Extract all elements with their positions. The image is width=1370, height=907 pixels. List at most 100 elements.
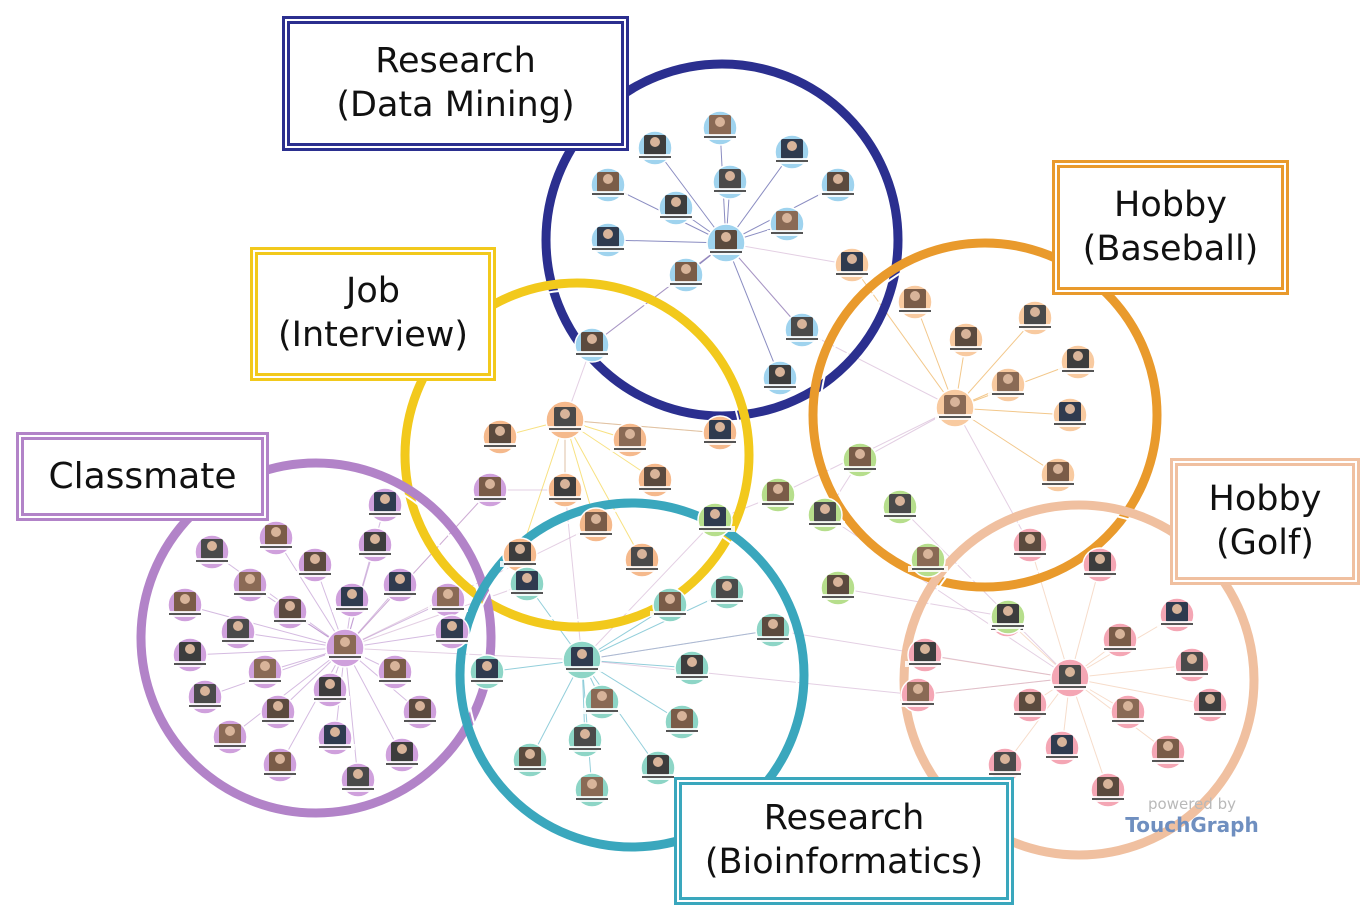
profile-node[interactable]: [666, 257, 706, 293]
profile-node[interactable]: [545, 472, 585, 508]
group-label-classmate: Classmate: [16, 432, 269, 521]
profile-node[interactable]: [700, 415, 740, 451]
profile-node[interactable]: [908, 542, 948, 578]
profile-node[interactable]: [772, 134, 812, 170]
profile-node[interactable]: [365, 487, 405, 523]
profile-node[interactable]: [507, 566, 547, 602]
profile-node[interactable]: [818, 167, 858, 203]
profile-node[interactable]: [832, 247, 872, 283]
profile-node[interactable]: [1050, 658, 1090, 698]
profile-node[interactable]: [895, 284, 935, 320]
profile-node[interactable]: [753, 612, 793, 648]
profile-node[interactable]: [500, 537, 540, 573]
profile-node[interactable]: [375, 654, 415, 690]
profile-node[interactable]: [310, 672, 350, 708]
group-label-line: (Interview): [277, 315, 469, 355]
profile-node[interactable]: [767, 206, 807, 242]
profile-node[interactable]: [338, 762, 378, 798]
profile-node[interactable]: [332, 582, 372, 618]
profile-node[interactable]: [1038, 457, 1078, 493]
profile-node[interactable]: [588, 167, 628, 203]
profile-node[interactable]: [880, 489, 920, 525]
profile-node[interactable]: [656, 190, 696, 226]
profile-node[interactable]: [1042, 730, 1082, 766]
profile-node[interactable]: [382, 737, 422, 773]
profile-node[interactable]: [218, 614, 258, 650]
profile-node[interactable]: [467, 654, 507, 690]
profile-node[interactable]: [635, 462, 675, 498]
profile-node[interactable]: [1088, 772, 1128, 808]
profile-node[interactable]: [510, 742, 550, 778]
profile-node[interactable]: [562, 640, 602, 680]
node-name-scribble: [642, 776, 674, 778]
profile-node[interactable]: [1157, 597, 1197, 633]
profile-node[interactable]: [635, 130, 675, 166]
profile-node[interactable]: [818, 570, 858, 606]
profile-node[interactable]: [545, 400, 585, 440]
profile-node[interactable]: [565, 722, 605, 758]
profile-node[interactable]: [707, 574, 747, 610]
profile-node[interactable]: [638, 750, 678, 786]
profile-node[interactable]: [1015, 300, 1055, 336]
profile-node[interactable]: [582, 684, 622, 720]
profile-node[interactable]: [805, 497, 845, 533]
profile-node[interactable]: [1190, 687, 1230, 723]
profile-node[interactable]: [988, 367, 1028, 403]
node-name-scribble: [169, 613, 201, 615]
profile-node[interactable]: [270, 594, 310, 630]
profile-node[interactable]: [470, 472, 510, 508]
profile-node[interactable]: [760, 360, 800, 396]
node-name-scribble: [1054, 423, 1086, 425]
profile-node[interactable]: [576, 507, 616, 543]
profile-node[interactable]: [432, 614, 472, 650]
profile-node[interactable]: [380, 567, 420, 603]
profile-node[interactable]: [1148, 734, 1188, 770]
profile-node[interactable]: [1100, 622, 1140, 658]
profile-node[interactable]: [400, 694, 440, 730]
profile-node[interactable]: [695, 502, 735, 538]
profile-node[interactable]: [898, 677, 938, 713]
profile-node[interactable]: [782, 312, 822, 348]
profile-node[interactable]: [230, 567, 270, 603]
profile-node[interactable]: [905, 637, 945, 673]
profile-node[interactable]: [985, 747, 1025, 783]
profile-node[interactable]: [710, 164, 750, 200]
profile-node[interactable]: [258, 694, 298, 730]
profile-node[interactable]: [662, 704, 702, 740]
profile-node[interactable]: [245, 654, 285, 690]
profile-node[interactable]: [706, 223, 746, 263]
profile-node[interactable]: [355, 527, 395, 563]
profile-node[interactable]: [672, 650, 712, 686]
profile-node[interactable]: [1050, 397, 1090, 433]
profile-node[interactable]: [1010, 527, 1050, 563]
profile-node[interactable]: [650, 587, 690, 623]
profile-node[interactable]: [480, 419, 520, 455]
profile-node[interactable]: [325, 628, 365, 668]
profile-node[interactable]: [315, 720, 355, 756]
profile-node[interactable]: [192, 534, 232, 570]
profile-node[interactable]: [1010, 687, 1050, 723]
profile-node[interactable]: [610, 422, 650, 458]
profile-node[interactable]: [210, 719, 250, 755]
profile-node[interactable]: [572, 327, 612, 363]
profile-node[interactable]: [988, 599, 1028, 635]
profile-node[interactable]: [1058, 344, 1098, 380]
profile-node[interactable]: [185, 679, 225, 715]
profile-node[interactable]: [840, 442, 880, 478]
profile-node[interactable]: [935, 388, 975, 428]
profile-node[interactable]: [588, 222, 628, 258]
profile-node[interactable]: [295, 547, 335, 583]
profile-node[interactable]: [260, 747, 300, 783]
profile-node[interactable]: [946, 322, 986, 358]
profile-node[interactable]: [165, 587, 205, 623]
profile-node[interactable]: [428, 582, 468, 618]
profile-node[interactable]: [572, 772, 612, 808]
profile-node[interactable]: [1108, 694, 1148, 730]
profile-node[interactable]: [700, 110, 740, 146]
profile-node[interactable]: [256, 520, 296, 556]
profile-node[interactable]: [1172, 647, 1212, 683]
profile-node[interactable]: [758, 477, 798, 513]
profile-node[interactable]: [170, 637, 210, 673]
profile-node[interactable]: [1080, 547, 1120, 583]
profile-node[interactable]: [622, 542, 662, 578]
